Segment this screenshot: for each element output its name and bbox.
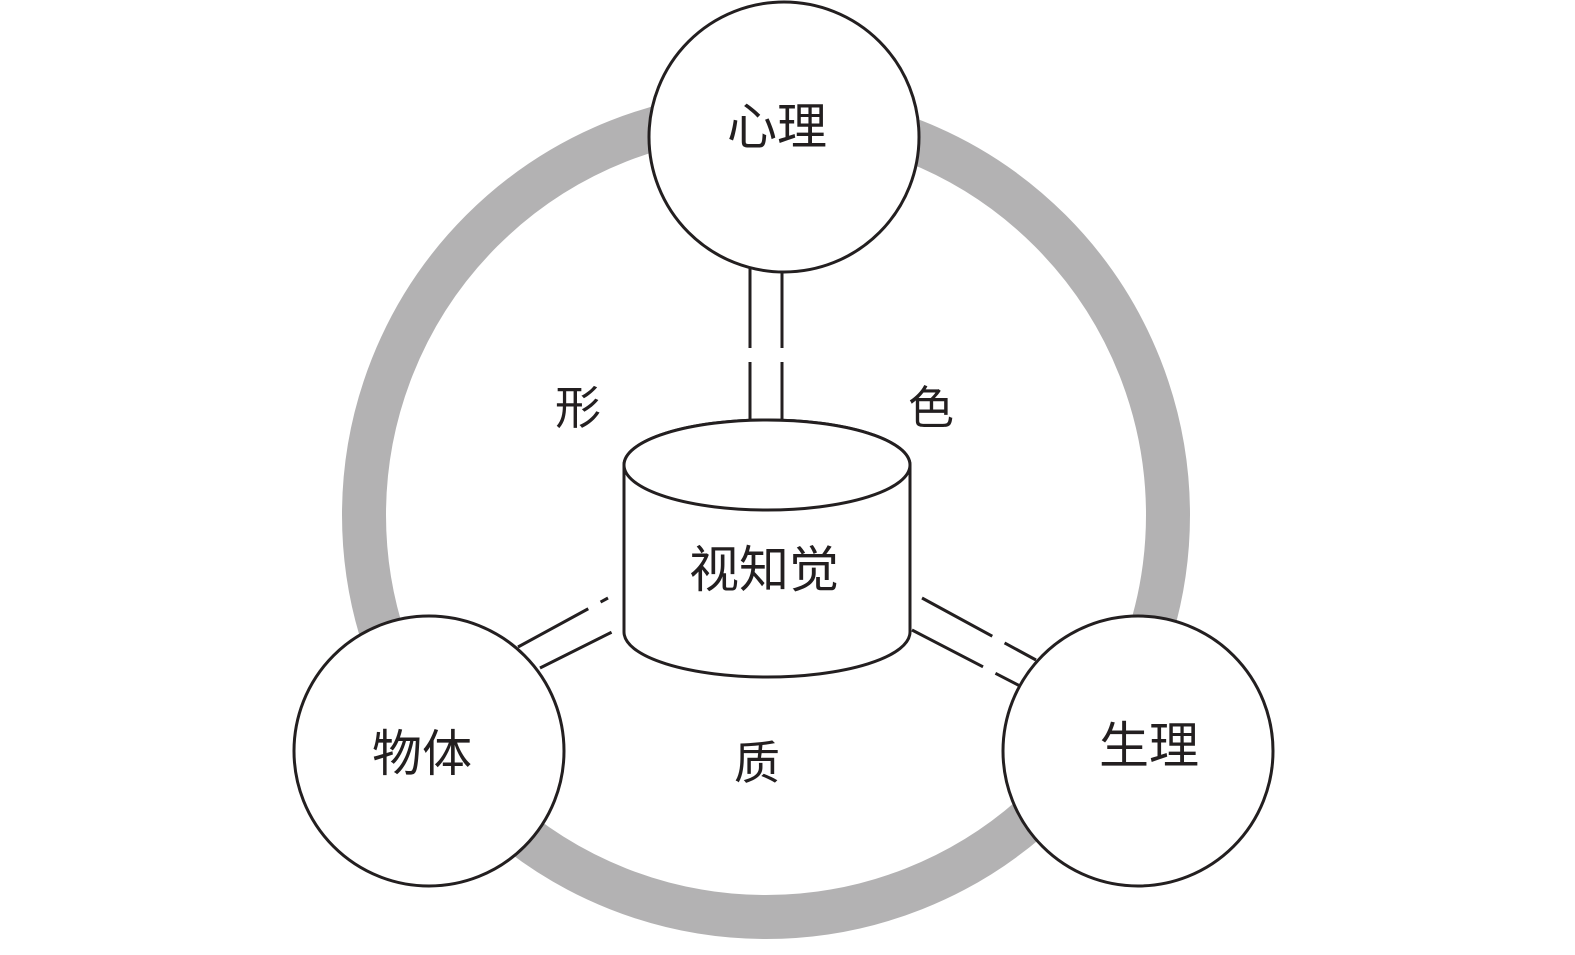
cylinder-top	[622, 418, 912, 512]
node-right-label: 生理	[1099, 717, 1199, 775]
node-right: 生理	[1001, 614, 1275, 888]
node-left: 物体	[292, 614, 566, 888]
edge-label-color: 色	[908, 381, 954, 435]
connector-top	[748, 268, 784, 425]
edge-label-texture: 质	[734, 736, 780, 790]
center-label: 视知觉	[689, 541, 839, 599]
node-top-label: 心理	[727, 98, 827, 156]
node-left-label: 物体	[372, 725, 472, 783]
edge-label-form: 形	[555, 381, 601, 435]
connector-right	[911, 596, 1037, 688]
node-top: 心理	[647, 0, 921, 274]
center-cylinder: 视知觉	[622, 418, 912, 679]
connector-left	[517, 596, 625, 670]
